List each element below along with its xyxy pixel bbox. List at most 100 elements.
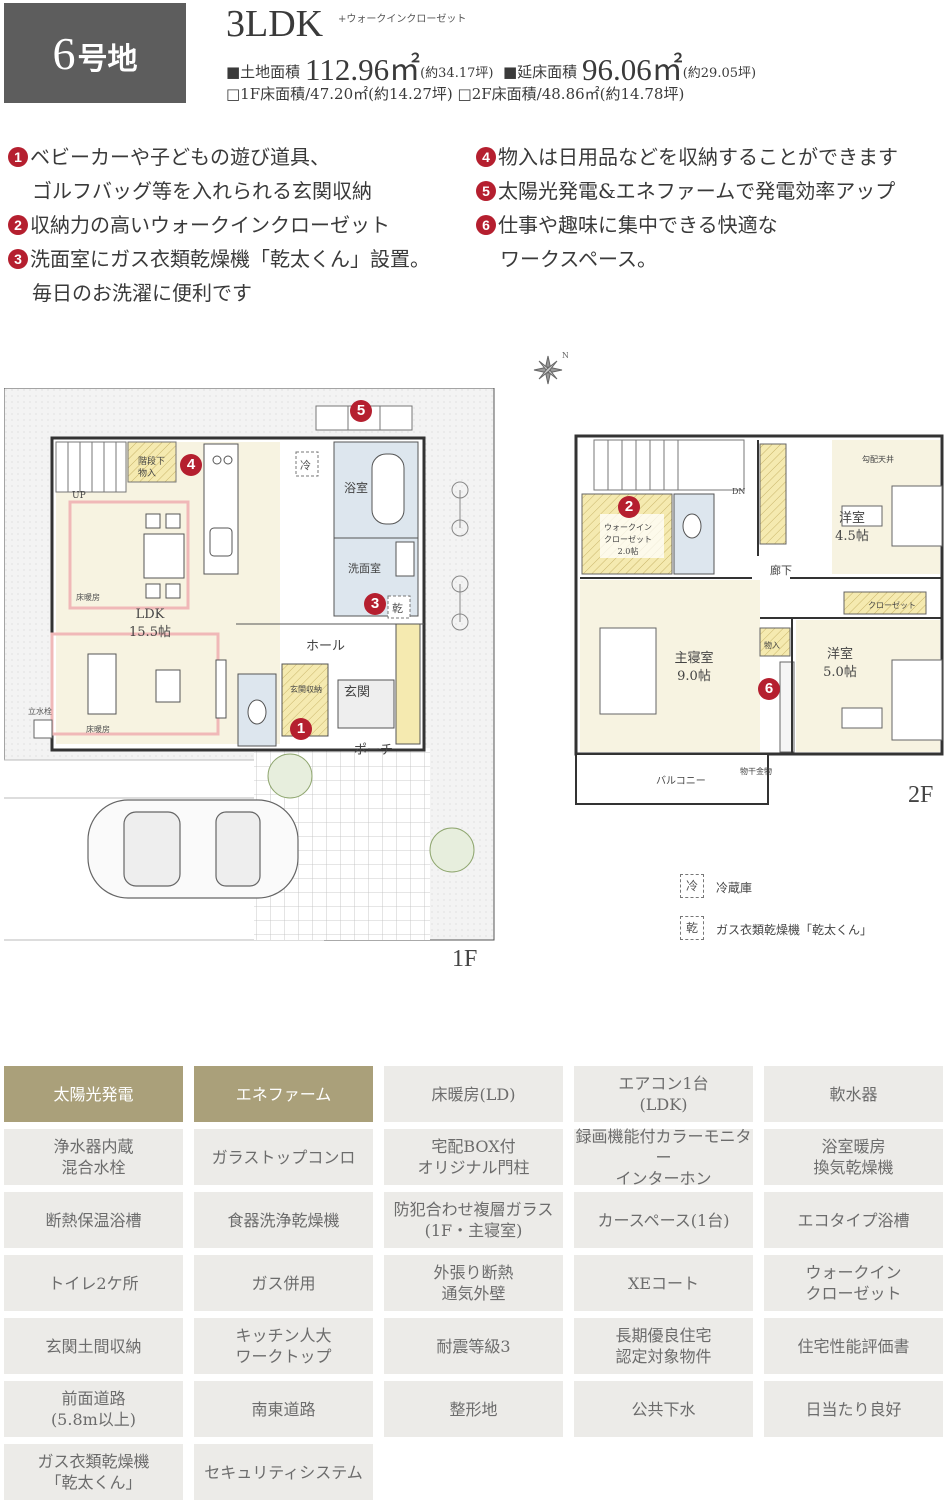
spec-item: 床暖房(LD) [384, 1066, 563, 1122]
svg-text:冷: 冷 [300, 459, 311, 472]
corridor-label: 廊下 [770, 563, 792, 577]
faucet-label: 立水栓 [28, 706, 52, 716]
spec-item: ガス併用 [194, 1255, 373, 1311]
floor-area-value: 96.06㎡ [581, 52, 683, 87]
spec-item: 防犯合わせ複層ガラス (1F・主寝室) [384, 1192, 563, 1248]
wic-label-2: クローゼット [604, 534, 652, 544]
spec-item: トイレ2ケ所 [4, 1255, 183, 1311]
spec-item: ウォークイン クローゼット [764, 1255, 943, 1311]
feature-text: 物入は日用品などを収納することができます [498, 145, 898, 169]
wic-label: ウォークイン [604, 523, 652, 532]
floor-heating-label: 床暖房 [76, 592, 100, 602]
compass-icon: N [533, 351, 568, 385]
master-label: 主寝室 [674, 650, 713, 666]
feature-text: 洗面室にガス衣類乾燥機「乾太くん」設置。 [30, 247, 430, 271]
western-2-size: 5.0帖 [823, 665, 857, 680]
floor-heating-label: 床暖房 [86, 724, 110, 734]
marker-2: 2 [618, 496, 640, 518]
plan-supplement: +ウォークインクローゼット [338, 14, 467, 25]
marker-3: 3 [364, 593, 386, 615]
lot-badge: 6 号地 [4, 3, 186, 103]
floor-label-1f: 1F [452, 946, 478, 972]
spec-item: エコタイプ浴槽 [764, 1192, 943, 1248]
spec-item: 宅配BOX付 オリジナル門柱 [384, 1129, 563, 1185]
land-area-value: 112.96㎡ [304, 52, 421, 87]
spec-item: 録画機能付カラーモニター インターホン [574, 1126, 753, 1188]
feature-number: 2 [8, 215, 28, 235]
marker-4: 4 [180, 454, 202, 476]
floor-plan-2f: 主寝室 9.0帖 洋室 4.5帖 洋室 5.0帖 ウォークイン クローゼット 2… [574, 434, 944, 805]
plan-type: 3LDK [226, 3, 324, 45]
spec-item: 長期優良住宅 認定対象物件 [574, 1318, 753, 1374]
feature-text: 収納力の高いウォークインクローゼット [30, 213, 390, 237]
spec-item: XEコート [574, 1255, 753, 1311]
marker-5: 5 [350, 400, 372, 422]
entrance-label: 玄関 [344, 685, 370, 700]
spec-item: 整形地 [384, 1381, 563, 1437]
floor-area-tsubo: (約29.05坪) [682, 66, 757, 81]
marker-6: 6 [758, 678, 780, 700]
ldk-size: 15.5帖 [129, 625, 171, 640]
spec-item: 軟水器 [764, 1066, 943, 1122]
feature-6-cont: ワークスペース。 [500, 247, 657, 271]
spec-item: 耐震等級3 [384, 1318, 563, 1374]
closet-label: クローゼット [868, 600, 916, 610]
spec-item: エネファーム [194, 1066, 373, 1122]
spec-item: 食器洗浄乾燥機 [194, 1192, 373, 1248]
under-stairs-label: 階段下 [138, 455, 165, 467]
washroom-label: 洗面室 [348, 561, 381, 575]
legend-fridge-icon: 冷 [680, 874, 704, 898]
spec-item: 太陽光発電 [4, 1066, 183, 1122]
svg-text:N: N [562, 351, 568, 360]
dn-label: DN [732, 487, 745, 496]
spec-item: ガラストップコンロ [194, 1129, 373, 1185]
feature-1-cont: ゴルフバッグ等を入れられる玄関収納 [32, 179, 372, 203]
lot-suffix: 号地 [77, 42, 138, 77]
spec-item: 浴室暖房 換気乾燥機 [764, 1129, 943, 1185]
spec-item: 公共下水 [574, 1381, 753, 1437]
floor-label-2f: 2F [908, 782, 934, 808]
floor-area-label: ■延床面積 [503, 63, 578, 81]
land-area-label: ■土地面積 [226, 63, 301, 81]
entrance-storage-label: 玄関収納 [290, 684, 322, 694]
marker-1: 1 [290, 718, 312, 740]
floor-plan-1f: 冷 乾 LDK 15.5帖 床暖房 床暖房 階段下 物入 UP 浴室 洗面室 ホ… [4, 388, 495, 941]
feature-number: 4 [476, 147, 496, 167]
porch-label: ポーチ [354, 743, 393, 758]
spec-item: キッチン人大 ワークトップ [194, 1318, 373, 1374]
feature-number: 5 [476, 181, 496, 201]
legend-fridge-text: 冷蔵庫 [716, 881, 753, 895]
storage-label: 物入 [764, 640, 780, 650]
western-2-label: 洋室 [827, 646, 853, 662]
spec-item: 日当たり良好 [764, 1381, 943, 1437]
western-1-label: 洋室 [839, 510, 865, 526]
under-stairs-label-2: 物入 [138, 467, 156, 479]
master-size: 9.0帖 [677, 669, 711, 684]
sloped-ceiling-label: 勾配天井 [862, 454, 894, 464]
spec-item: 浄水器内蔵 混合水栓 [4, 1129, 183, 1185]
feature-text: ベビーカーや子どもの遊び道具、 [30, 145, 330, 169]
spec-item: ガス衣類乾燥機 「乾太くん」 [4, 1444, 183, 1500]
land-area-tsubo: (約34.17坪) [420, 66, 494, 81]
spec-item: 外張り断熱 通気外壁 [384, 1255, 563, 1311]
dry-fitting-label: 物干金物 [740, 766, 772, 776]
feature-number: 6 [476, 215, 496, 235]
spec-grid: 太陽光発電エネファーム床暖房(LD)エアコン1台 (LDK)軟水器浄水器内蔵 混… [4, 1066, 946, 1500]
balcony-label: バルコニー [656, 775, 706, 787]
spec-item: 南東道路 [194, 1381, 373, 1437]
svg-text:乾: 乾 [392, 602, 403, 615]
spec-item: セキュリティシステム [194, 1444, 373, 1500]
bath-label: 浴室 [344, 480, 368, 495]
legend-dryer-text: ガス衣類乾燥機「乾太くん」 [716, 923, 873, 937]
hall-label: ホール [306, 639, 345, 654]
area-row: ■土地面積 112.96㎡(約34.17坪) ■延床面積 96.06㎡(約29.… [226, 44, 756, 89]
legend-dryer-icon: 乾 [680, 916, 704, 940]
feature-text: 仕事や趣味に集中できる快適な [498, 213, 778, 237]
wic-size: 2.0帖 [618, 546, 639, 556]
spec-item: 断熱保温浴槽 [4, 1192, 183, 1248]
